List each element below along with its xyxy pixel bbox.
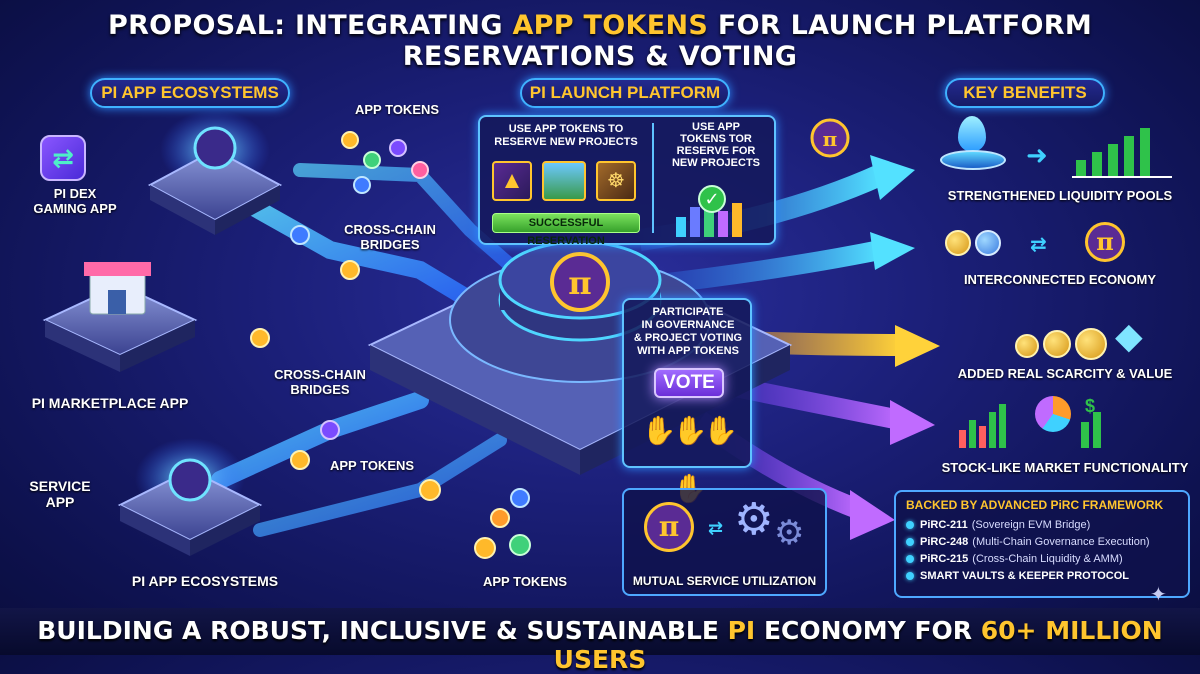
- launch-divider: [652, 123, 654, 233]
- app-tokens-label-top: APP TOKENS: [355, 102, 440, 117]
- bar-4: [718, 211, 728, 237]
- arrow-right-icon: ➜: [1026, 140, 1048, 170]
- governance-panel: PARTICIPATE IN GOVERNANCE & PROJECT VOTI…: [622, 298, 752, 504]
- svg-text:π: π: [823, 127, 838, 151]
- bar-5: [732, 203, 742, 237]
- page-title: PROPOSAL: INTEGRATING APP TOKENS FOR LAU…: [0, 10, 1200, 72]
- gear-small-icon: ⚙: [774, 514, 805, 552]
- benefit-interconnected: INTERCONNECTED ECONOMY: [963, 272, 1157, 287]
- section-launch-platform: PI LAUNCH PLATFORM: [520, 78, 730, 108]
- project-thumb-2[interactable]: [542, 161, 586, 201]
- bar-1: [676, 217, 686, 237]
- reserve-left-text: USE APP TOKENS TO RESERVE NEW PROJECTS: [494, 123, 638, 148]
- check-icon: ✓: [698, 185, 726, 213]
- footer-banner: BUILDING A ROBUST, INCLUSIVE & SUSTAINAB…: [0, 608, 1200, 674]
- dex-app-icon: ⇄: [40, 135, 86, 181]
- benefit-liquidity: STRENGTHENED LIQUIDITY POOLS: [947, 188, 1173, 203]
- project-thumb-1[interactable]: ▲: [492, 161, 532, 201]
- coin-stack-icon: [945, 226, 1005, 262]
- liquidity-chart-icon: [1070, 115, 1180, 180]
- gears-icon: ⚙: [734, 495, 774, 544]
- title-highlight: APP TOKENS: [512, 10, 709, 41]
- section-ecosystems: PI APP ECOSYSTEMS: [90, 78, 290, 108]
- bar-2: [690, 207, 700, 237]
- governance-text: PARTICIPATE IN GOVERNANCE & PROJECT VOTI…: [633, 306, 743, 357]
- pirc-title: BACKED BY ADVANCED PiRC FRAMEWORK: [906, 498, 1164, 512]
- pipe-top: [293, 163, 517, 272]
- dex-app-label: PI DEX GAMING APP: [33, 186, 117, 216]
- launch-panel: USE APP TOKENS TO RESERVE NEW PROJECTS U…: [478, 115, 776, 247]
- pi-coin-launch: [810, 118, 850, 158]
- section-key-benefits: KEY BENEFITS: [945, 78, 1105, 108]
- pirc-item: SMART VAULTS & KEEPER PROTOCOL: [906, 567, 1178, 584]
- platform-service: [117, 438, 263, 556]
- app-tokens-label-bottom: APP TOKENS: [483, 574, 568, 589]
- footer-highlight: 60+ MILLION USERS: [553, 616, 1163, 674]
- bridges-label-top: CROSS-CHAIN BRIDGES: [344, 222, 436, 252]
- mutual-service-panel: π ⇄ ⚙ ⚙ MUTUAL SERVICE UTILIZATION: [622, 488, 827, 596]
- marketplace-app-label: PI MARKETPLACE APP: [31, 395, 189, 411]
- bar-3: [704, 197, 714, 237]
- bridges-label-mid: CROSS-CHAIN BRIDGES: [274, 367, 366, 397]
- reserve-right-text: USE APP TOKENS TOR RESERVE FOR NEW PROJE…: [671, 121, 760, 169]
- exchange-icon: ⇄: [1030, 234, 1047, 256]
- token-coins: [250, 131, 531, 559]
- benefit-scarcity: ADDED REAL SCARCITY & VALUE: [957, 366, 1173, 381]
- project-thumb-3[interactable]: ☸: [596, 161, 636, 201]
- raised-hands-icon: ✋✋✋✋: [641, 415, 739, 504]
- pirc-item: PiRC-215(Cross-Chain Liquidity & AMM): [906, 550, 1178, 567]
- pi-network-icon: π: [1085, 222, 1125, 262]
- mutual-service-label: MUTUAL SERVICE UTILIZATION: [632, 574, 817, 588]
- pipe-dex: [241, 196, 479, 309]
- platform-dex: [147, 110, 283, 235]
- benefit-stock: STOCK-LIKE MARKET FUNCTIONALITY: [941, 460, 1189, 475]
- stock-charts-icon: $: [955, 392, 1135, 452]
- ecosystems-bottom-label: PI APP ECOSYSTEMS: [131, 573, 279, 589]
- svg-text:π: π: [568, 264, 591, 302]
- sparkle-icon: ✦: [1150, 584, 1167, 606]
- dollar-coins-icon: [1015, 328, 1110, 362]
- title-suffix: FOR LAUNCH PLATFORM RESERVATIONS & VOTIN…: [402, 10, 1092, 72]
- pirc-item: PiRC-248(Multi-Chain Governance Executio…: [906, 533, 1178, 550]
- exchange-arrows-icon: ⇄: [708, 518, 724, 538]
- footer-prefix: BUILDING A ROBUST, INCLUSIVE & SUSTAINAB…: [37, 616, 728, 645]
- arrow-interconnected: [648, 240, 882, 295]
- platform-marketplace: [42, 262, 198, 372]
- diamond-icon: ◆: [1115, 315, 1143, 356]
- water-drop-icon: [940, 116, 1010, 176]
- title-prefix: PROPOSAL: INTEGRATING: [107, 10, 513, 41]
- footer-middle: ECONOMY FOR: [755, 616, 981, 645]
- pirc-item: PiRC-211(Sovereign EVM Bridge): [906, 516, 1178, 533]
- pirc-framework-panel: BACKED BY ADVANCED PiRC FRAMEWORK PiRC-2…: [894, 490, 1190, 598]
- app-tokens-label-mid: APP TOKENS: [330, 458, 415, 473]
- footer-pi: PI: [727, 616, 756, 645]
- vote-button[interactable]: VOTE: [654, 368, 724, 398]
- pi-coin-icon: π: [644, 502, 694, 552]
- successful-reservation-button[interactable]: SUCCESSFUL RESERVATION: [492, 213, 640, 247]
- service-app-label: SERVICE APP: [29, 478, 91, 510]
